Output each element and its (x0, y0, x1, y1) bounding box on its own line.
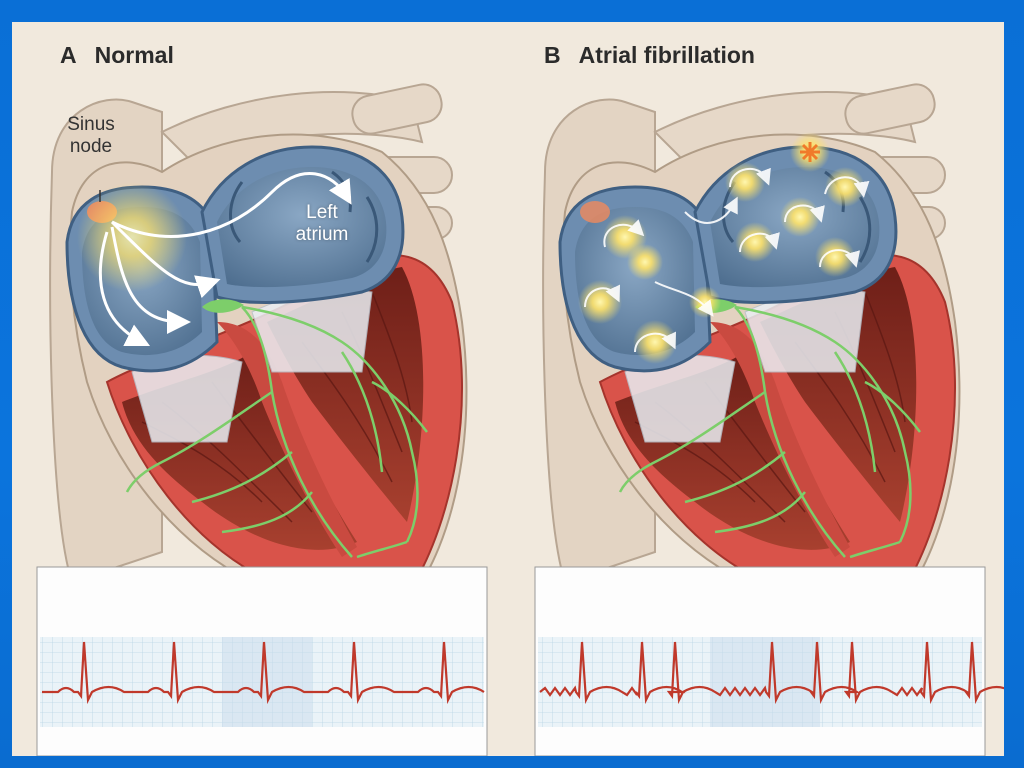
impulse-arrows (99, 172, 352, 347)
ecg-strip-a (36, 566, 488, 756)
heart-diagram (36, 79, 1004, 756)
sinus-node-label: Sinus node (60, 114, 122, 158)
left-atrium-label-line2: atrium (295, 224, 349, 245)
panel-a-name: Normal (94, 42, 174, 68)
sinus-node-label-line2: node (69, 136, 113, 157)
panel-b-heart (541, 79, 961, 613)
left-atrium-label-line1: Left (306, 202, 338, 223)
left-atrium-label: Left atrium (282, 202, 362, 246)
ecg-strip-b (534, 566, 1004, 756)
panel-a-title: A Normal (60, 42, 174, 69)
panel-b-letter: B (544, 42, 561, 68)
sinus-node-icon (580, 201, 610, 223)
ectopic-focus-icon (800, 142, 820, 162)
panel-a-heart (48, 79, 468, 613)
sinus-node-label-line1: Sinus (67, 114, 115, 135)
panel-a-letter: A (60, 42, 77, 68)
circular-arrows (584, 167, 870, 353)
panel-b-name: Atrial fibrillation (578, 42, 755, 68)
chaotic-impulses (578, 132, 865, 364)
panel-b-title: B Atrial fibrillation (544, 42, 755, 69)
